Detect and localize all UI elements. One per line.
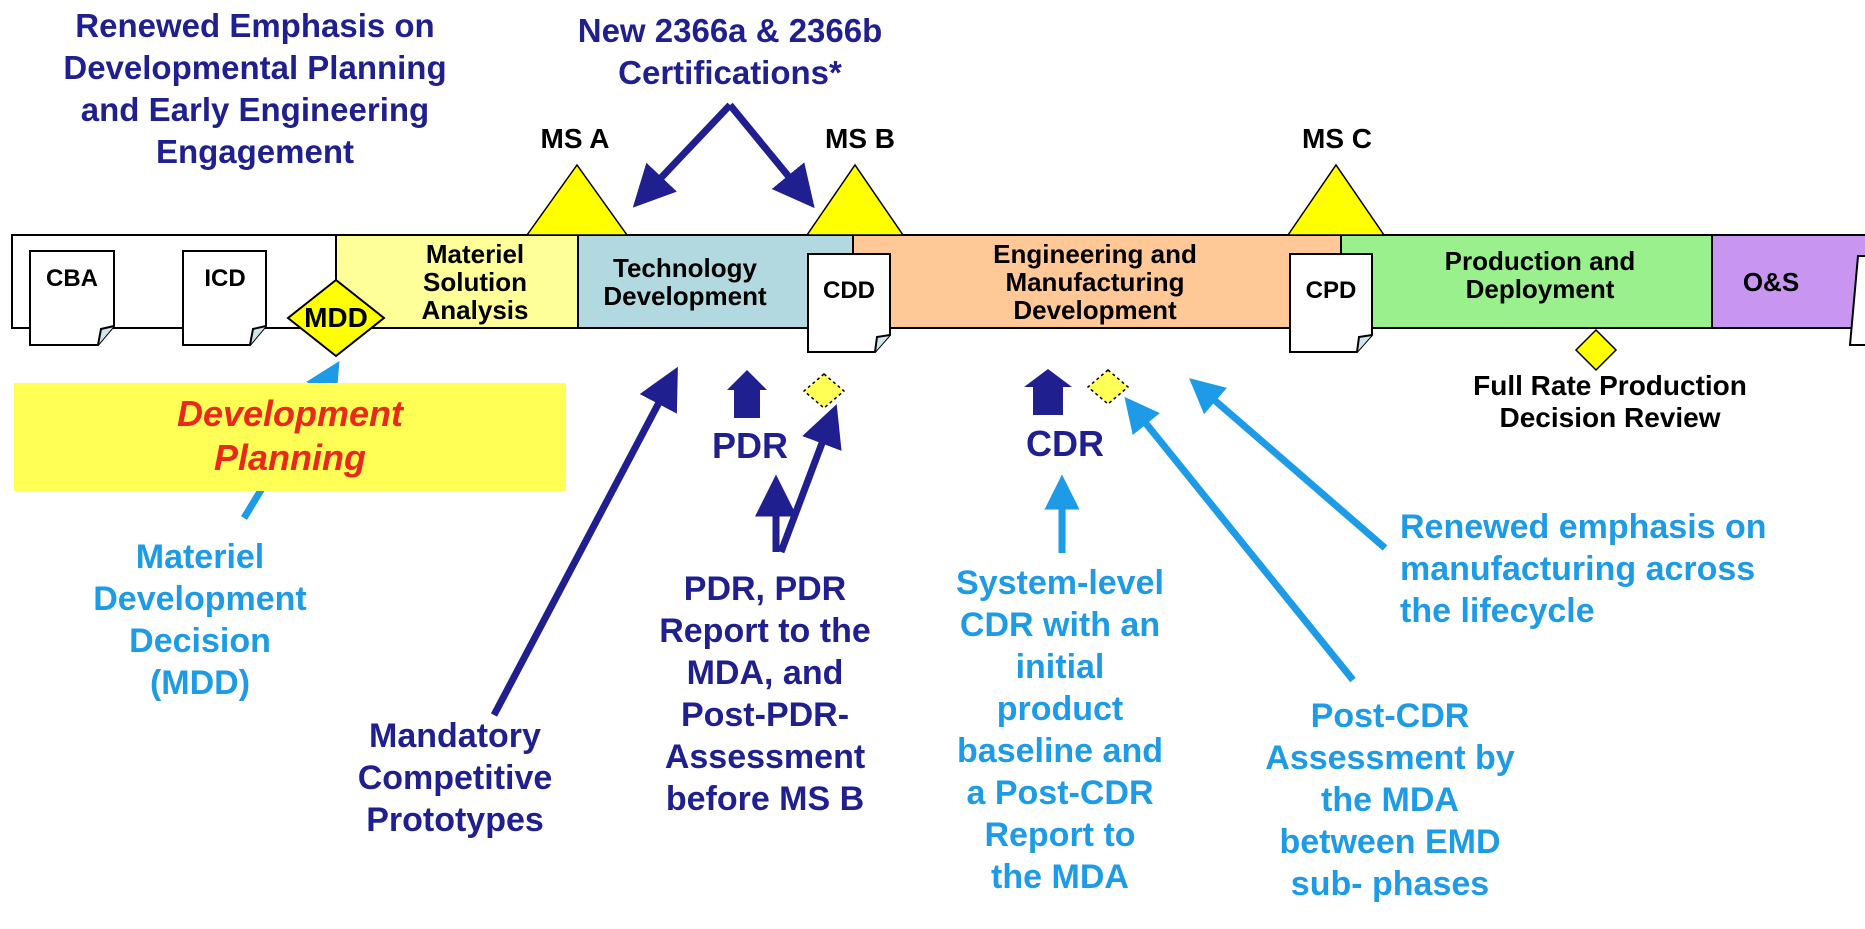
milestone-c-label: MS C — [1302, 123, 1372, 154]
cert-arrow-to-msa — [632, 102, 733, 208]
phase-os-box — [1712, 236, 1865, 327]
os-document-icon — [1848, 255, 1865, 346]
pdr-block-arrow — [727, 370, 767, 418]
mdd-diamond — [286, 278, 386, 358]
cba-label: CBA — [46, 265, 98, 292]
milestone-a-triangle — [525, 163, 629, 236]
milestone-a-label: MS A — [540, 123, 610, 154]
prototypes-callout: Mandatory Competitive Prototypes — [357, 717, 553, 839]
renewed-emphasis-planning-heading: Renewed Emphasis on Developmental Planni… — [63, 7, 447, 170]
post-cdr-callout: Post-CDR Assessment by the MDA between E… — [1265, 697, 1515, 903]
phase-os-label: O&S — [1742, 266, 1800, 297]
pdr-report-arrow-diag — [777, 404, 842, 554]
mdd-callout: Materiel Development Decision (MDD) — [93, 538, 307, 702]
milestone-b-label: MS B — [825, 123, 895, 154]
phase-pd-box — [1341, 236, 1712, 327]
development-planning-text: Development Planning — [176, 393, 404, 478]
pdr-dashed-diamond — [802, 373, 846, 409]
cdr-label: CDR — [1026, 423, 1104, 464]
manufacturing-arrow — [1189, 378, 1388, 551]
icd-label: ICD — [204, 265, 246, 292]
cert-arrow-to-msb — [727, 102, 815, 209]
frp-decision-review-label: Full Rate Production Decision Review — [1473, 370, 1747, 433]
pdr-report-callout: PDR, PDR Report to the MDA, and Post-PDR… — [659, 570, 871, 818]
mdd-diamond-label: MDD — [304, 302, 368, 333]
post-cdr-arrow — [1124, 396, 1356, 683]
system-cdr-callout: System-level CDR with an initial product… — [956, 564, 1164, 896]
certifications-heading: New 2366a & 2366b Certifications* — [577, 12, 883, 91]
pdr-label: PDR — [711, 425, 788, 466]
milestone-b-triangle — [805, 163, 905, 236]
manufacturing-callout: Renewed emphasis on manufacturing across… — [1400, 508, 1767, 630]
prototypes-arrow — [490, 366, 678, 717]
cdd-label: CDD — [823, 277, 875, 304]
development-planning-banner — [14, 383, 566, 491]
frp-diamond — [1574, 328, 1618, 372]
cdr-dashed-diamond — [1086, 369, 1130, 405]
cdr-block-arrow — [1024, 369, 1072, 415]
cpd-label: CPD — [1305, 277, 1357, 304]
milestone-c-triangle — [1286, 163, 1386, 236]
phase-emd-box — [853, 236, 1341, 327]
